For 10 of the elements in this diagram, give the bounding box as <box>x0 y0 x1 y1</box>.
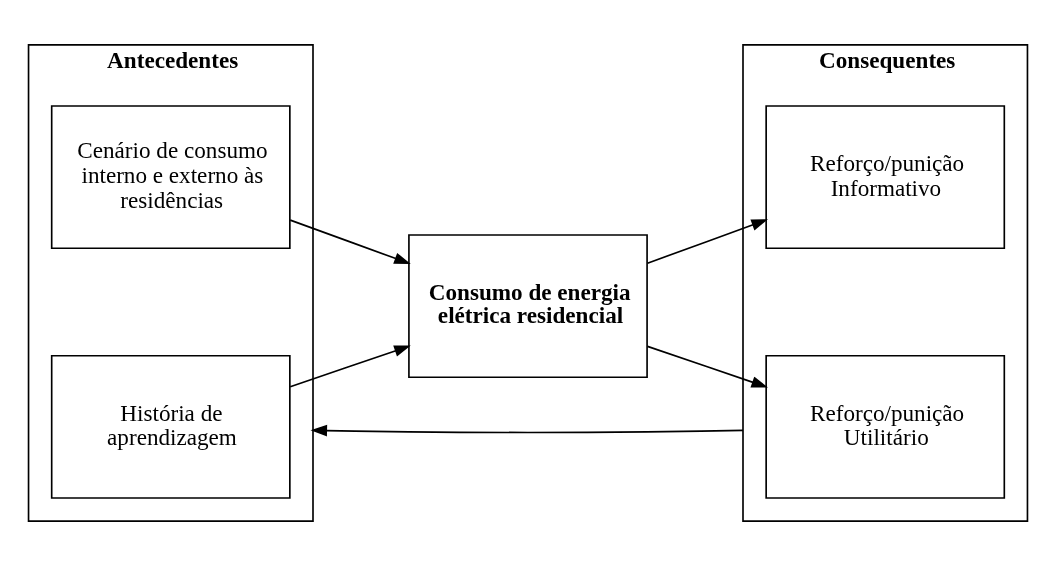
arrow <box>646 219 768 265</box>
arrow <box>646 345 768 388</box>
arrow <box>289 345 411 388</box>
node-box: Consumo de energia elétrica residencial <box>408 234 648 379</box>
node-box: Reforço/punição Informativo <box>765 105 1006 250</box>
arrow <box>289 219 411 265</box>
node-box: História de aprendizagem <box>50 354 291 499</box>
node-box: Reforço/punição Utilitário <box>765 354 1006 499</box>
node-box: Cenário de consumo interno e externo às residências <box>50 105 291 250</box>
arrow <box>310 424 744 437</box>
